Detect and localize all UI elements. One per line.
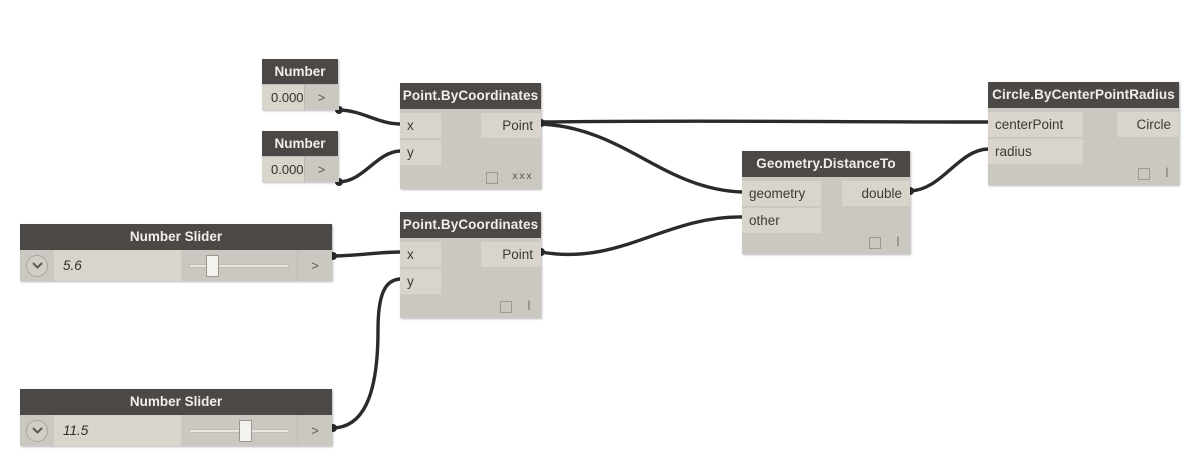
wire-point2-to-geometry-other (539, 215, 744, 257)
number-node-1-value-input[interactable]: 0.000 (262, 85, 304, 110)
node-point-bycoordinates-1-body: x y Point xxx (400, 109, 541, 189)
node-geometry-distanceto-footer: | (868, 237, 902, 249)
slider-2-expand-button[interactable] (20, 415, 54, 446)
node-point-bycoordinates-1-footer: xxx (485, 172, 533, 184)
slider-2-output-port[interactable]: > (297, 415, 332, 446)
number-node-1[interactable]: Number 0.000 > (262, 59, 339, 110)
slider-1-expand-button[interactable] (20, 250, 54, 281)
number-node-1-row: 0.000 > (262, 84, 339, 110)
chevron-down-icon[interactable] (26, 254, 48, 277)
port-in-other[interactable]: other (742, 208, 821, 233)
wire-number1-to-point1-x (336, 108, 402, 126)
node-geometry-distanceto-body: geometry other double | (742, 177, 910, 254)
slider-2-value-input[interactable]: 11.5 (54, 415, 181, 446)
node-number-slider-1-row: 5.6 > (20, 250, 332, 281)
chevron-down-icon[interactable] (26, 419, 48, 442)
lacing-indicator[interactable]: | (525, 301, 533, 312)
node-number-slider-2-row: 11.5 > (20, 415, 332, 446)
node-point-bycoordinates-2[interactable]: Point.ByCoordinates x y Point | (400, 212, 541, 318)
slider-1-track[interactable] (189, 264, 289, 268)
wire-point1-to-circle-centerpoint (539, 119, 990, 124)
node-circle-bycenterpointradius-title: Circle.ByCenterPointRadius (988, 82, 1179, 108)
node-number-slider-1[interactable]: Number Slider 5.6 > (20, 224, 332, 281)
number-node-2-output-port[interactable]: > (303, 157, 339, 182)
preview-checkbox[interactable] (868, 237, 881, 249)
node-point-bycoordinates-2-body: x y Point | (400, 238, 541, 318)
number-node-2-value-input[interactable]: 0.000 (262, 157, 304, 182)
wire-number2-to-point1-y (336, 149, 402, 184)
number-node-2-row: 0.000 > (262, 156, 339, 182)
port-in-x[interactable]: x (400, 113, 441, 138)
lacing-indicator[interactable]: xxx (511, 172, 533, 183)
node-point-bycoordinates-1[interactable]: Point.ByCoordinates x y Point xxx (400, 83, 541, 189)
wire-slider2-to-point2-y (330, 277, 402, 430)
slider-1-output-port[interactable]: > (297, 250, 332, 281)
node-number-slider-1-title: Number Slider (20, 224, 332, 250)
number-node-2-title: Number (262, 131, 338, 156)
node-point-bycoordinates-2-title: Point.ByCoordinates (400, 212, 541, 238)
node-circle-bycenterpointradius-body: centerPoint radius Circle | (988, 108, 1179, 185)
slider-2-handle[interactable] (239, 420, 252, 442)
wire-geometry-to-circle-radius (908, 147, 990, 193)
slider-1-handle[interactable] (206, 255, 219, 277)
port-in-geometry[interactable]: geometry (742, 181, 821, 206)
preview-checkbox[interactable] (1137, 168, 1150, 180)
slider-1-value-input[interactable]: 5.6 (54, 250, 181, 281)
number-node-2[interactable]: Number 0.000 > (262, 131, 339, 182)
node-number-slider-2[interactable]: Number Slider 11.5 > (20, 389, 332, 446)
wire-point1-to-geometry-geometry (539, 122, 744, 194)
lacing-indicator[interactable]: | (894, 237, 902, 248)
lacing-indicator[interactable]: | (1163, 168, 1171, 179)
wire-slider1-to-point2-x (330, 250, 402, 258)
node-geometry-distanceto-title: Geometry.DistanceTo (742, 151, 910, 177)
node-circle-bycenterpointradius[interactable]: Circle.ByCenterPointRadius centerPoint r… (988, 82, 1179, 185)
port-in-y[interactable]: y (400, 269, 441, 294)
node-circle-bycenterpointradius-footer: | (1137, 168, 1171, 180)
node-point-bycoordinates-2-footer: | (499, 301, 533, 313)
node-number-slider-2-title: Number Slider (20, 389, 332, 415)
port-in-x[interactable]: x (400, 242, 441, 267)
slider-1-track-wrap[interactable] (181, 250, 297, 281)
node-point-bycoordinates-1-title: Point.ByCoordinates (400, 83, 541, 109)
port-out-double[interactable]: double (842, 181, 910, 206)
port-out-point[interactable]: Point (481, 242, 541, 267)
slider-2-track-wrap[interactable] (181, 415, 297, 446)
port-in-centerpoint[interactable]: centerPoint (988, 112, 1083, 137)
preview-checkbox[interactable] (485, 172, 498, 184)
node-geometry-distanceto[interactable]: Geometry.DistanceTo geometry other doubl… (742, 151, 910, 254)
port-in-radius[interactable]: radius (988, 139, 1083, 164)
port-out-point[interactable]: Point (481, 113, 541, 138)
preview-checkbox[interactable] (499, 301, 512, 313)
number-node-1-title: Number (262, 59, 338, 84)
port-in-y[interactable]: y (400, 140, 441, 165)
number-node-1-output-port[interactable]: > (303, 85, 339, 110)
port-out-circle[interactable]: Circle (1117, 112, 1179, 137)
